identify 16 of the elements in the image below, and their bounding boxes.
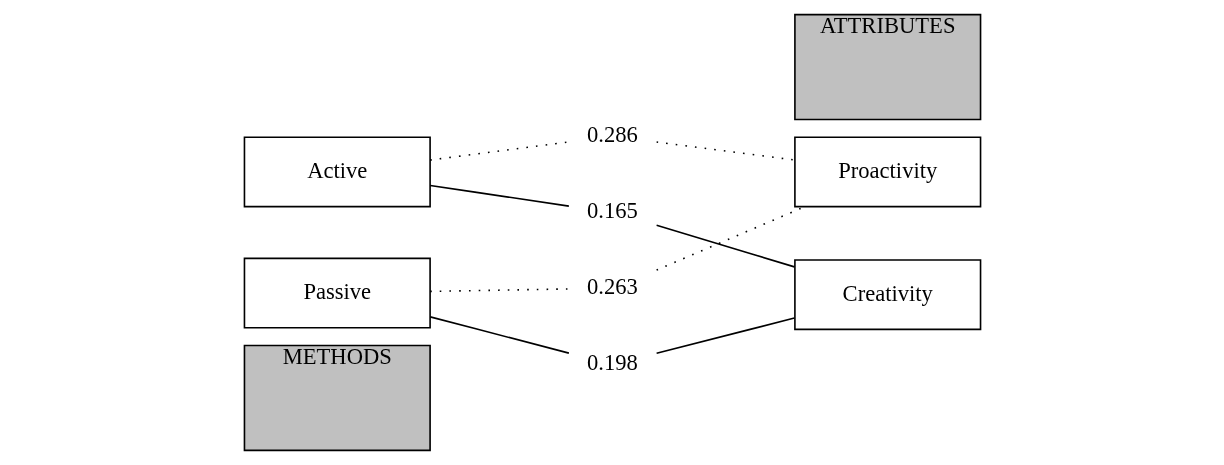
node-text: 0.165 bbox=[586, 198, 638, 224]
connector bbox=[428, 184, 570, 207]
node-box: Proactivity bbox=[793, 136, 981, 208]
connector bbox=[655, 317, 795, 354]
node-box: METHODS bbox=[243, 344, 431, 452]
connector bbox=[428, 288, 570, 293]
connector bbox=[655, 224, 795, 268]
node-text: 0.263 bbox=[586, 274, 638, 300]
connector bbox=[428, 316, 570, 354]
node-box: ATTRIBUTES bbox=[793, 13, 981, 121]
node-box: Active bbox=[243, 136, 431, 208]
node-text: 0.198 bbox=[586, 350, 638, 376]
connector bbox=[655, 141, 795, 161]
node-box: Passive bbox=[243, 257, 431, 329]
node-text: 0.286 bbox=[586, 122, 638, 148]
node-box: Creativity bbox=[793, 259, 981, 331]
